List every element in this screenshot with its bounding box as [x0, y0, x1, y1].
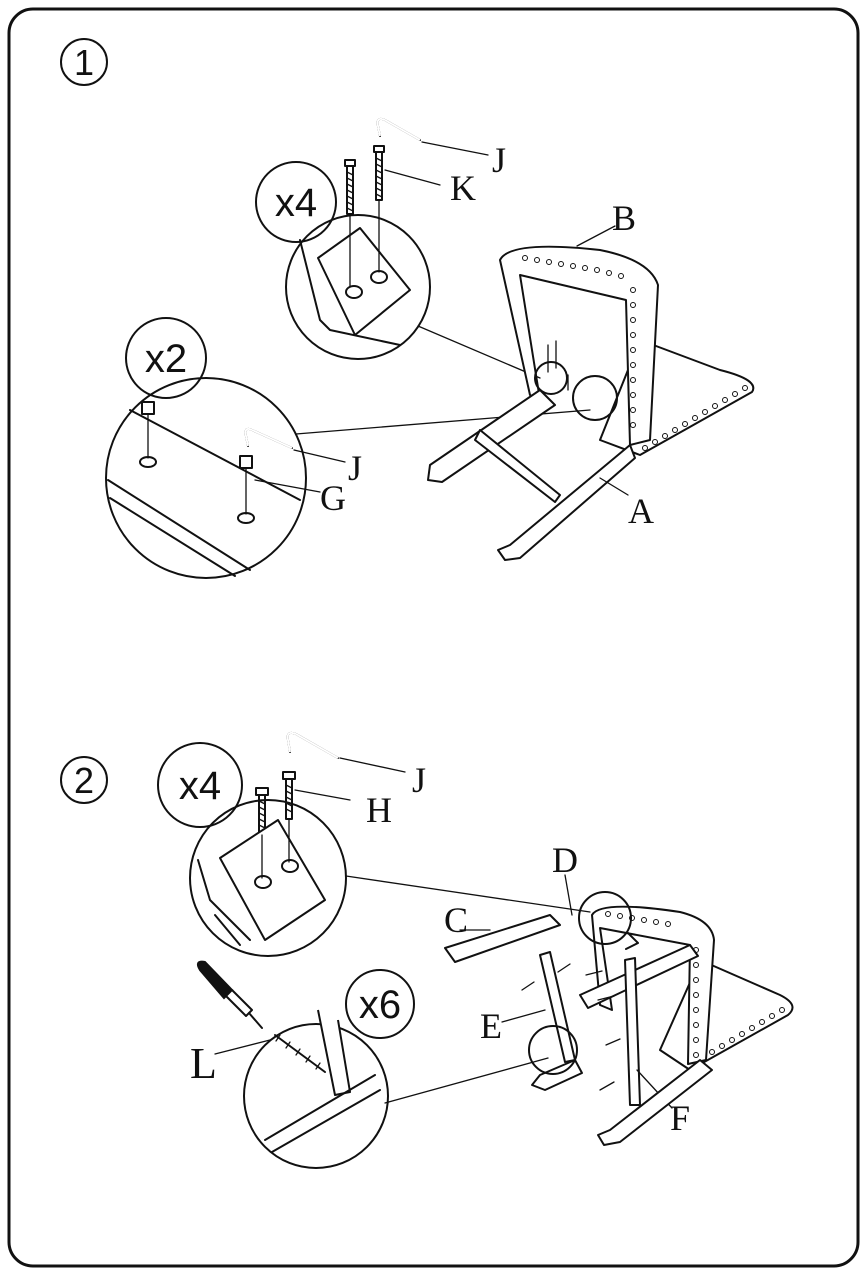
- part-label-rail-c: C: [444, 900, 468, 940]
- bolt-icon: [255, 771, 351, 836]
- quantity-badge: [125, 317, 207, 399]
- quantity-badge: [157, 742, 243, 828]
- chair-drawing: [427, 225, 755, 561]
- step-2-badge: [60, 756, 108, 804]
- part-label-bolt-short: G: [320, 478, 346, 518]
- part-label-hex-key: J: [412, 760, 426, 800]
- part-label-rail-e: E: [480, 1006, 502, 1046]
- part-label-hex-key: J: [492, 140, 506, 180]
- detail-circle: [285, 199, 541, 379]
- page-frame: [7, 7, 860, 1268]
- quantity-label: x2: [145, 337, 187, 381]
- bolt-icon: [344, 145, 441, 215]
- step-1: 1 J K x4: [60, 38, 755, 579]
- chair-drawing: [444, 874, 794, 1146]
- hex-key-icon: [376, 117, 489, 156]
- part-label-back: B: [612, 198, 636, 238]
- step-1-number: 1: [74, 42, 94, 83]
- part-label-rail-d: D: [552, 840, 578, 880]
- detail-circle: [214, 1009, 549, 1169]
- step-2-number: 2: [74, 760, 94, 801]
- step-1-badge: [60, 38, 108, 86]
- quantity-label: x4: [275, 181, 317, 225]
- detail-circle: [189, 799, 591, 957]
- part-label-seat: A: [628, 491, 654, 531]
- step-2: 2 J H x4: [60, 731, 794, 1169]
- part-label-bolt-long: K: [450, 168, 476, 208]
- quantity-label: x6: [359, 983, 401, 1027]
- part-label-rail-f: F: [670, 1098, 690, 1138]
- part-label-bolt: H: [366, 790, 392, 830]
- leader-line: [421, 141, 489, 156]
- quantity-badge: [255, 161, 337, 243]
- quantity-badge: [345, 969, 415, 1039]
- hex-key-icon: [286, 731, 406, 773]
- part-label-screwdriver: L: [190, 1039, 217, 1088]
- part-label-hex-key: J: [348, 448, 362, 488]
- screwdriver-icon: [196, 960, 263, 1029]
- detail-circle: [105, 377, 591, 579]
- quantity-label: x4: [179, 764, 221, 808]
